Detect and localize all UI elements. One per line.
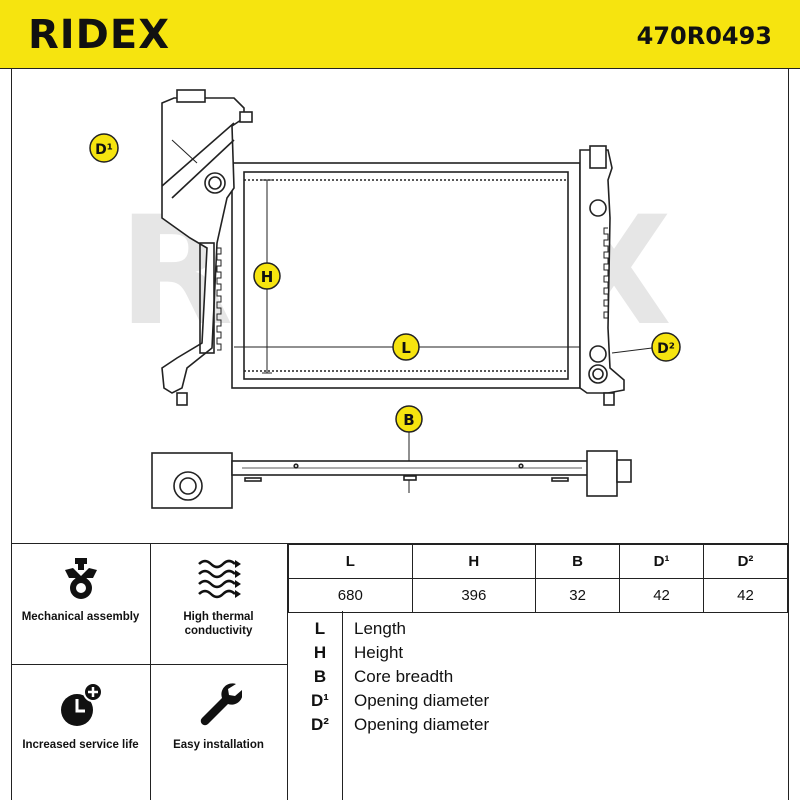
feature-label: Easy installation [173, 739, 264, 751]
frame-divider [11, 543, 789, 544]
feature-mechanical-assembly: Mechanical assembly [11, 556, 150, 624]
legend-key: D² [311, 715, 329, 734]
svg-text:B: B [403, 411, 414, 429]
svg-text:D²: D² [657, 341, 675, 357]
heat-waves-icon [197, 559, 241, 599]
legend-key: B [313, 667, 327, 686]
feature-increased-service-life: Increased service life [11, 680, 150, 752]
marker-d1: D¹ [89, 133, 119, 163]
feature-divider-vertical [150, 544, 151, 800]
marker-b: B [395, 405, 423, 433]
legend-text: Core breadth [354, 667, 454, 686]
frame-right [788, 68, 789, 800]
feature-label: High thermal conductivity [183, 611, 254, 637]
marker-h: H [253, 262, 281, 290]
feature-label: Increased service life [22, 739, 139, 751]
dimensions-header-row: L H B D¹ D² [288, 544, 788, 579]
dimension-value-b: 32 [535, 578, 621, 613]
dimension-header-b: B [535, 544, 621, 579]
legend-key: L [314, 619, 326, 638]
part-number: 470R0493 [636, 22, 772, 50]
dimensions-table: L H B D¹ D² 680 396 32 42 42 [288, 544, 788, 613]
dimension-header-d2: D² [703, 544, 788, 579]
dimension-header-d1: D¹ [619, 544, 705, 579]
brand-logo: RIDEX [28, 12, 171, 58]
legend-text: Height [354, 643, 404, 662]
radiator-side-view [151, 450, 632, 509]
feature-label: Mechanical assembly [21, 611, 140, 623]
legend-text: Opening diameter [354, 691, 490, 710]
legend-key: D¹ [311, 691, 329, 710]
feature-high-thermal-conductivity: High thermal conductivity [150, 556, 287, 638]
svg-text:H: H [261, 268, 274, 286]
feature-easy-installation: Easy installation [150, 680, 287, 752]
dimension-header-l: L [288, 544, 413, 579]
feature-divider-horizontal [11, 664, 288, 665]
dimension-value-d1: 42 [619, 578, 705, 613]
radiator-drawing: RIDEX [89, 89, 681, 509]
wrench-gear-icon [64, 558, 97, 599]
header-bar: RIDEX 470R0493 [0, 0, 800, 69]
legend-text: Length [354, 619, 406, 638]
feature-divider-right [287, 544, 288, 800]
dimensions-value-row: 680 396 32 42 42 [288, 578, 788, 613]
dimension-value-d2: 42 [703, 578, 788, 613]
dimension-value-l: 680 [288, 578, 413, 613]
legend-text: Opening diameter [354, 715, 490, 734]
radiator-front-view [161, 89, 625, 406]
dimension-value-h: 396 [411, 578, 537, 613]
marker-l: L [392, 333, 420, 361]
marker-d2: D² [651, 332, 681, 362]
wrench-icon [200, 683, 242, 726]
legend-key: H [313, 643, 327, 662]
frame-left [11, 68, 12, 800]
legend-divider [342, 611, 343, 800]
dimension-header-h: H [411, 544, 537, 579]
svg-text:D¹: D¹ [95, 142, 113, 158]
clock-plus-icon [60, 682, 103, 726]
svg-text:L: L [401, 339, 411, 357]
